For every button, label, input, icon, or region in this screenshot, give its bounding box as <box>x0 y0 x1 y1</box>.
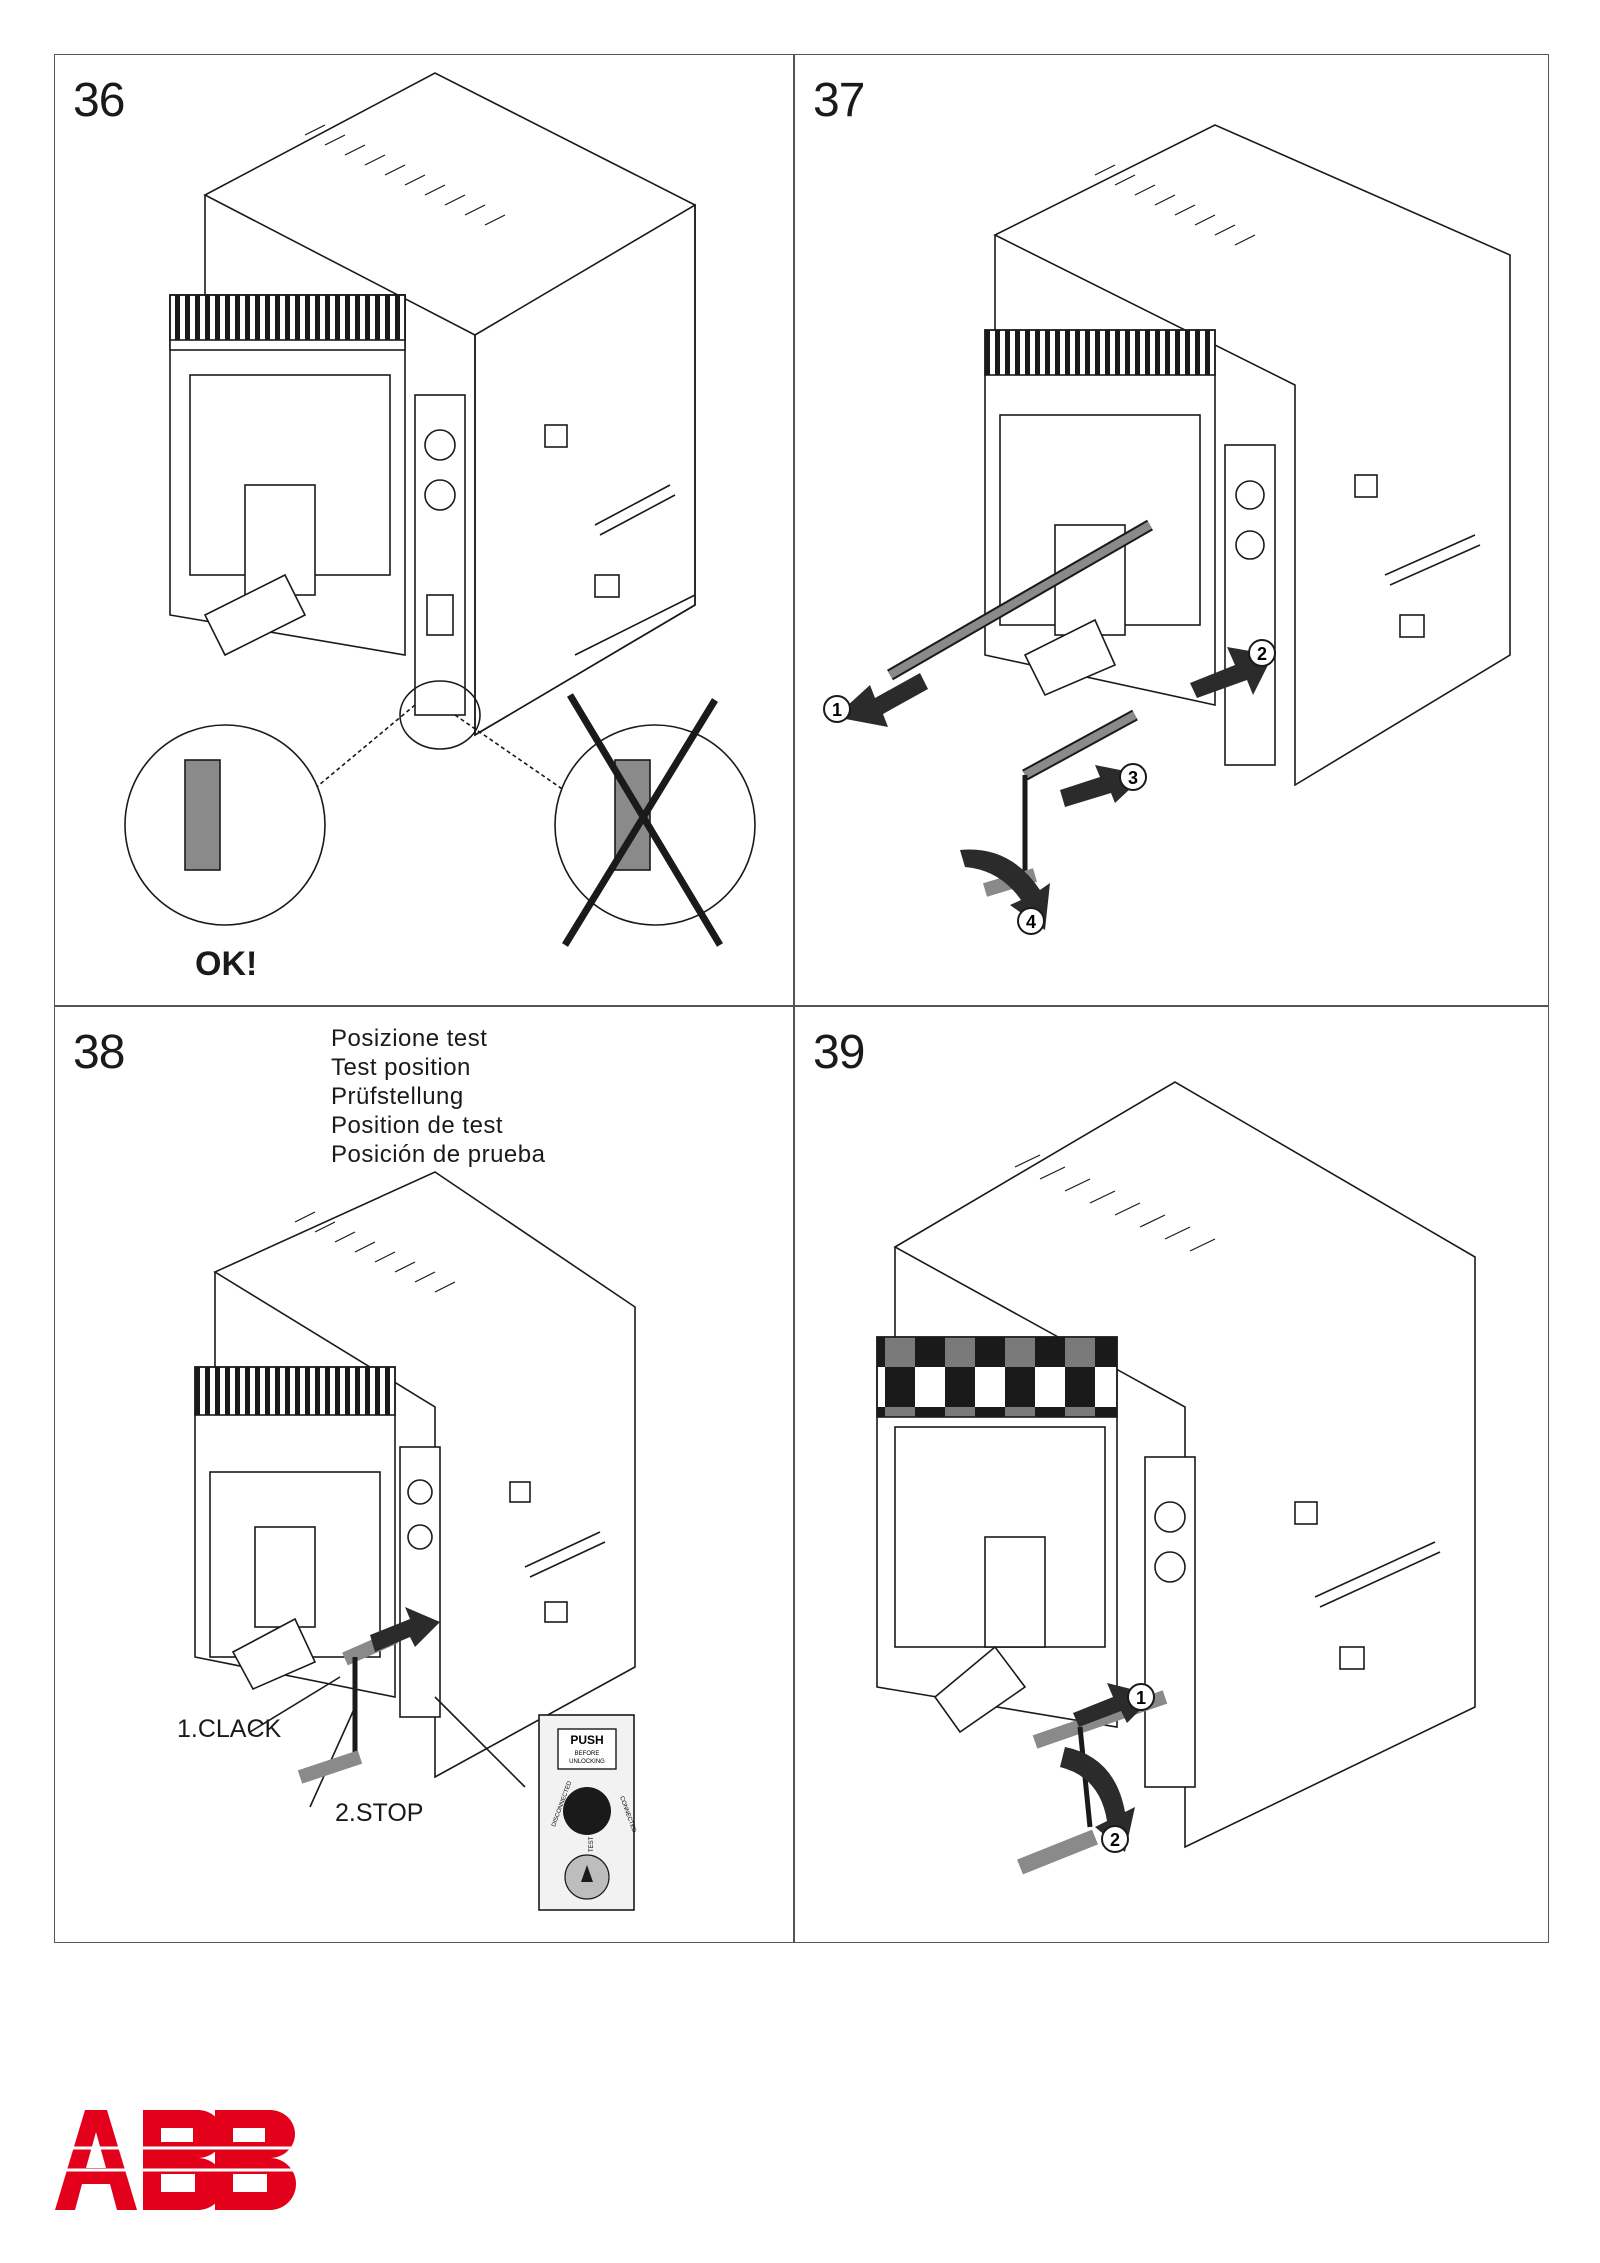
position-indicator: PUSH BEFORE UNLOCKING DISCONNECTED CONNE… <box>538 1714 637 1911</box>
unlocking-label: UNLOCKING <box>569 1759 605 1765</box>
clack-label: 1.CLACK <box>177 1715 282 1743</box>
caption-en: Test position <box>331 1054 471 1081</box>
caption-it: Posizione test <box>331 1025 488 1052</box>
step-circles: 1 2 <box>1101 1683 1155 1853</box>
stop-label: 2.STOP <box>335 1799 424 1827</box>
panel-step-36: 36 <box>54 54 794 1006</box>
panel-step-39: 39 <box>794 1006 1549 1943</box>
step-3-label: 3 <box>1128 768 1138 788</box>
step-2-label: 2 <box>1257 644 1267 664</box>
breaker-illustration-36 <box>124 72 756 947</box>
step-circles: 1 2 3 4 <box>823 639 1276 935</box>
panel-step-38: 38 Posizione test Test position Prüfstel… <box>54 1006 794 1943</box>
caption-de: Prüfstellung <box>331 1083 464 1110</box>
step-4-label: 4 <box>1026 912 1036 932</box>
step-number: 39 <box>813 1026 865 1079</box>
step-number: 38 <box>73 1026 125 1079</box>
step-1-label: 1 <box>832 700 842 720</box>
caption-es: Posición de prueba <box>331 1141 546 1168</box>
test-label: TEST <box>589 1836 595 1852</box>
abb-logo <box>55 2110 300 2210</box>
test-position-captions: Posizione test Test position Prüfstellun… <box>331 1024 545 1169</box>
before-label: BEFORE <box>575 1751 600 1757</box>
step-1-label: 1 <box>1136 1688 1146 1708</box>
breaker-illustration-39: 1 2 <box>876 1081 1476 1875</box>
step-2-label: 2 <box>1110 1830 1120 1850</box>
cross-mark <box>562 693 724 947</box>
step-number: 37 <box>813 74 865 127</box>
breaker-illustration-37: 1 2 3 4 <box>823 124 1511 935</box>
caption-fr: Position de test <box>331 1112 504 1139</box>
push-label: PUSH <box>570 1733 603 1747</box>
ok-label: OK! <box>195 945 258 983</box>
step-number: 36 <box>73 74 125 127</box>
panel-step-37: 37 <box>794 54 1549 1006</box>
breaker-illustration-38: PUSH BEFORE UNLOCKING DISCONNECTED CONNE… <box>194 1171 637 1911</box>
